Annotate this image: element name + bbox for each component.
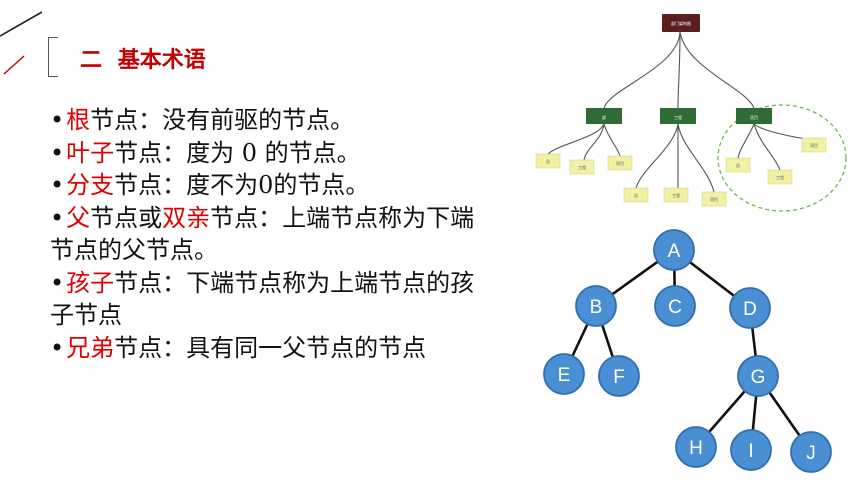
term-item: •孩子节点：下端节点称为上端节点的孩子节点 xyxy=(50,267,490,332)
org-leaf-node xyxy=(623,187,649,203)
org-branch-label: 工程 xyxy=(674,114,682,120)
org-leaf-node xyxy=(569,159,595,175)
tree-node-d xyxy=(729,287,771,329)
org-leaf-label: 工程 xyxy=(776,174,784,180)
term-text: 节点：没有前驱的节点。 xyxy=(90,106,355,134)
term-keyword: 根 xyxy=(66,106,91,134)
org-root-label: 部门架构图 xyxy=(671,20,691,26)
term-item: •兄弟节点：具有同一父节点的节点 xyxy=(50,332,490,365)
org-leaf-node xyxy=(535,153,561,169)
org-branch-node xyxy=(586,108,622,124)
org-leaf-node xyxy=(801,137,827,153)
term-item: •分支节点：度不为0的节点。 xyxy=(50,169,490,202)
tree-node-label: H xyxy=(689,438,703,459)
term-keyword: 父 xyxy=(66,203,91,232)
term-keyword: 兄弟 xyxy=(66,333,115,362)
term-item: •根节点：没有前驱的节点。 xyxy=(50,104,490,137)
org-leaf-label: 工程 xyxy=(578,164,586,170)
tree-node-c xyxy=(654,285,696,327)
tree-node-i xyxy=(730,429,772,471)
tree-node-f xyxy=(598,355,640,397)
tree-node-label: C xyxy=(668,297,682,318)
tree-node-label: J xyxy=(806,443,816,464)
tree-node-h xyxy=(675,426,717,468)
bullet-icon: • xyxy=(50,203,65,232)
term-text: 节点：度不为0的节点。 xyxy=(114,171,370,199)
bullet-icon: • xyxy=(50,106,65,134)
tree-node-label: B xyxy=(590,297,603,318)
org-leaf-label: 项目 xyxy=(810,142,818,148)
term-text: 节点或 xyxy=(90,203,163,232)
org-branch-node xyxy=(660,108,696,124)
term-keyword: 叶子 xyxy=(66,138,115,167)
tree-node-label: A xyxy=(668,241,681,262)
bullet-icon: • xyxy=(50,138,65,167)
term-text: 节点：具有同一父节点的节点 xyxy=(114,333,427,362)
term-text: 节点：上端节点称为下端节点的父节点。 xyxy=(50,203,475,265)
bullet-icon: • xyxy=(50,333,65,362)
org-leaf-node xyxy=(767,169,793,185)
org-branch-label: 项目 xyxy=(750,114,758,120)
org-tree-diagram: 部门架构图 部工程项目 员工程项目员工程项目员工程项目 xyxy=(535,14,847,212)
org-leaf-node xyxy=(663,187,689,203)
org-branch-label: 部 xyxy=(602,114,606,120)
bullet-icon: • xyxy=(50,171,65,199)
org-leaf-label: 员 xyxy=(546,158,550,164)
term-text: 节点：下端节点称为上端节点的孩子节点 xyxy=(50,268,475,330)
tree-node-label: D xyxy=(743,299,757,320)
section-title: 二 基本术语 xyxy=(80,42,206,74)
tree-node-label: F xyxy=(613,367,625,388)
title-bracket xyxy=(48,37,58,77)
letter-tree-diagram: A B C D E F G H I J xyxy=(543,229,832,473)
section-number: 二 xyxy=(80,48,103,73)
term-item: •叶子节点：度为 0 的节点。 xyxy=(50,137,490,170)
org-leaf-node xyxy=(607,155,633,171)
term-keyword: 分支 xyxy=(66,171,115,199)
org-leaf-node xyxy=(701,191,727,207)
term-keyword: 孩子 xyxy=(66,268,115,297)
tree-node-label: G xyxy=(751,367,766,388)
term-text: 节点：度为 0 的节点。 xyxy=(114,138,361,167)
tree-node-j xyxy=(790,431,832,473)
tree-node-label: I xyxy=(748,441,753,462)
tree-node-g xyxy=(737,355,779,397)
term-item: •父节点或双亲节点：上端节点称为下端节点的父节点。 xyxy=(50,202,490,267)
org-leaf-node xyxy=(725,157,751,173)
term-list: •根节点：没有前驱的节点。•叶子节点：度为 0 的节点。•分支节点：度不为0的节… xyxy=(50,104,490,364)
tree-node-e xyxy=(543,353,585,395)
bullet-icon: • xyxy=(50,268,65,297)
org-leaf-label: 工程 xyxy=(672,192,680,198)
tree-node-label: E xyxy=(558,365,571,386)
org-branch-node xyxy=(736,108,772,124)
org-leaf-label: 项目 xyxy=(710,196,718,202)
org-leaf-label: 员 xyxy=(736,162,740,168)
org-leaf-label: 员 xyxy=(634,192,638,198)
org-leaf-label: 项目 xyxy=(616,160,624,166)
section-heading: 基本术语 xyxy=(117,48,206,73)
tree-node-a xyxy=(653,229,695,271)
corner-decoration xyxy=(0,11,43,75)
term-keyword: 双亲 xyxy=(162,203,211,232)
tree-node-b xyxy=(575,285,617,327)
